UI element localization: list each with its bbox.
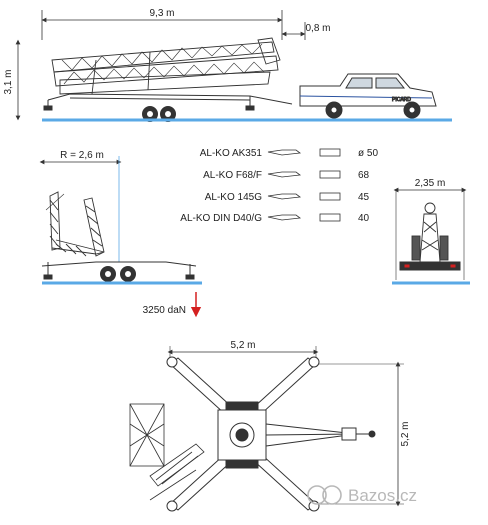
watermark-logo-icon	[307, 485, 327, 505]
coupling-row: AL-KO AK351 ø 50	[200, 148, 379, 159]
trailer-wheels	[142, 106, 176, 122]
truck-brand-text: PICARD	[392, 97, 411, 103]
coupling-name: AL-KO F68/F	[203, 170, 262, 181]
plan-mast	[129, 403, 205, 501]
outrigger-base	[41, 261, 197, 280]
dim-rear-offset: 0,8 m	[281, 22, 331, 40]
dim-base-width: 5,2 m	[167, 340, 319, 366]
width-label: 2,35 m	[415, 178, 446, 189]
base-width-label: 5,2 m	[230, 340, 255, 351]
coupling-value: 45	[358, 192, 370, 203]
rear-mast	[411, 202, 449, 263]
ring-coupling-icon	[319, 170, 341, 179]
dim-total-length: 9,3 m	[41, 8, 283, 40]
dim-width: 2,35 m	[393, 178, 467, 280]
height-label: 3,1 m	[3, 69, 14, 94]
raised-mast	[45, 191, 105, 257]
rear-offset-label: 0,8 m	[305, 23, 330, 34]
coupling-name: AL-KO DIN D40/G	[180, 213, 262, 224]
coupling-head-icon	[267, 214, 302, 221]
ball-coupling-icon	[319, 148, 341, 157]
coupling-table: AL-KO AK351 ø 50 AL-KO F68/F 68 AL-KO 14…	[180, 148, 378, 224]
load-indicator: 3250 daN	[143, 292, 202, 318]
coupling-row: AL-KO F68/F 68	[203, 170, 369, 181]
dim-radius: R = 2,6 m	[39, 150, 122, 262]
radius-label: R = 2,6 m	[60, 150, 104, 161]
coupling-name: AL-KO 145G	[205, 192, 262, 203]
load-label: 3250 daN	[143, 305, 186, 316]
unfold-view: R = 2,6 m 3250 daN	[39, 150, 202, 318]
coupling-name: AL-KO AK351	[200, 148, 263, 159]
coupling-value: 40	[358, 213, 370, 224]
ring-coupling-icon	[319, 213, 341, 222]
coupling-row: AL-KO DIN D40/G 40	[180, 213, 369, 224]
dim-height: 3,1 m	[3, 39, 21, 121]
total-length-label: 9,3 m	[149, 8, 174, 19]
side-view: 9,3 m 0,8 m 3,1 m	[3, 8, 452, 122]
watermark-text: Bazos.cz	[348, 486, 417, 505]
folded-mast	[51, 37, 281, 95]
rear-axle	[399, 261, 461, 271]
coupling-row: AL-KO 145G 45	[205, 192, 370, 203]
drawbar	[265, 423, 376, 447]
coupling-value: ø 50	[358, 148, 378, 159]
unfold-wheels	[100, 266, 136, 282]
watermark: Bazos.cz	[307, 485, 417, 505]
rear-view: 2,35 m	[392, 178, 470, 285]
coupling-head-icon	[267, 171, 302, 178]
base-depth-label: 5,2 m	[400, 421, 411, 446]
coupling-value: 68	[358, 170, 370, 181]
plan-view: 5,2 m 5,2 m	[129, 340, 411, 512]
pickup-truck: PICARD	[299, 73, 437, 119]
ring-coupling-icon	[319, 192, 341, 201]
coupling-head-icon	[267, 149, 302, 156]
tower-base	[217, 401, 267, 469]
trailer-chassis	[43, 93, 293, 111]
coupling-head-icon	[267, 193, 302, 200]
